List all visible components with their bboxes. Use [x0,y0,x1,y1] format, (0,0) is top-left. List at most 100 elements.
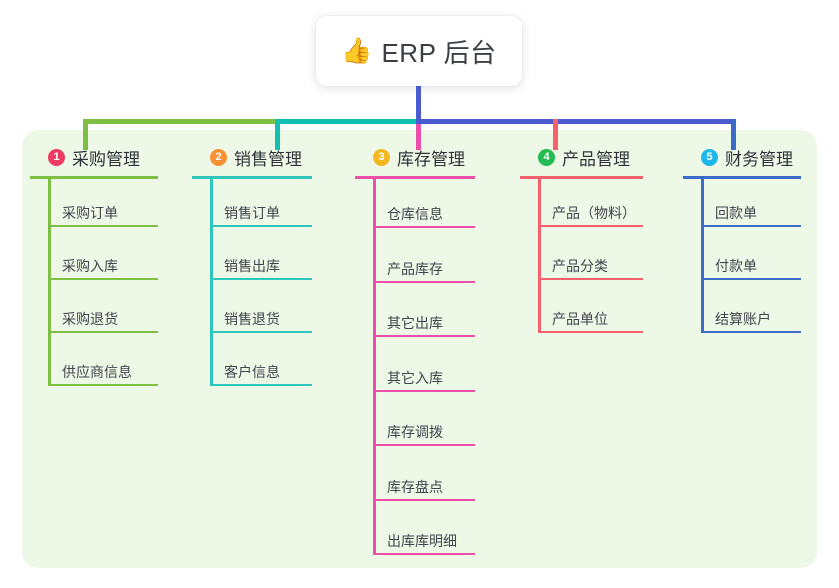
branch-underline [192,176,312,179]
branch-column-2: 2 销售管理销售订单销售出库销售退货客户信息 [192,145,312,386]
bus-segment-3 [416,119,736,124]
branch-underline [683,176,801,179]
branch-item-underline [210,331,312,333]
branch-item-underline [373,444,475,446]
branch-spine [538,179,541,333]
branch-item-underline [48,384,158,386]
branch-item-label: 结算账户 [715,311,771,327]
branch-item-label: 供应商信息 [62,364,132,380]
branch-item-label: 库存调拨 [387,424,443,440]
branch-item[interactable]: 其它入库 [355,337,475,392]
root-node-title: ERP 后台 [381,37,497,68]
root-stem-lower [416,122,421,150]
branch-item[interactable]: 产品分类 [520,227,643,280]
branch-underline [355,176,475,179]
branch-item-underline [538,278,643,280]
branch-item-underline [373,498,475,501]
branch-title: 产品管理 [562,149,630,169]
branch-item-label: 采购入库 [62,258,118,274]
branch-item-underline [538,225,643,227]
branch-item[interactable]: 客户信息 [192,333,312,386]
branch-item-underline [373,389,475,392]
branch-drop-5 [731,119,736,150]
branch-drop-2 [275,119,280,150]
branch-drop-1 [83,119,88,150]
branch-item-underline [48,278,158,280]
branch-header-2[interactable]: 2 销售管理 [192,145,312,169]
branch-item-label: 仓库信息 [387,206,443,222]
branch-number-badge: 4 [538,148,555,166]
branch-item[interactable]: 供应商信息 [30,333,158,386]
branch-item-underline [48,225,158,227]
branch-header-1[interactable]: 1 采购管理 [30,145,158,169]
branch-item-underline [373,553,475,555]
branch-item-label: 采购订单 [62,205,118,221]
branch-item[interactable]: 出库库明细 [355,501,475,555]
branch-item-label: 库存盘点 [387,478,443,495]
branch-item-label: 客户信息 [224,364,280,380]
branch-item[interactable]: 结算账户 [683,280,801,333]
root-node-erp-backend[interactable]: 👍 ERP 后台 [316,16,522,86]
bus-segment-2 [275,119,417,124]
branch-underline [520,176,643,179]
branch-item-underline [701,225,801,227]
branch-item[interactable]: 付款单 [683,227,801,280]
branch-item[interactable]: 产品库存 [355,228,475,283]
branch-item[interactable]: 仓库信息 [355,179,475,228]
branch-underline [30,176,158,179]
branch-number-badge: 2 [210,148,227,166]
branch-item-list: 销售订单销售出库销售退货客户信息 [192,179,312,386]
branch-item-underline [48,331,158,333]
branch-number-badge: 5 [701,148,718,166]
diagram-panel [22,130,817,568]
branch-title: 库存管理 [397,149,465,169]
branch-header-5[interactable]: 5 财务管理 [683,145,801,169]
branch-spine [373,179,376,555]
branch-item-label: 付款单 [715,258,757,274]
branch-item-list: 仓库信息产品库存其它出库其它入库库存调拨库存盘点出库库明细 [355,179,475,555]
branch-item[interactable]: 库存调拨 [355,392,475,446]
branch-item-label: 其它出库 [387,315,443,331]
branch-number-badge: 1 [48,148,65,166]
branch-item-underline [701,278,801,280]
branch-title: 销售管理 [234,149,302,169]
branch-spine [210,179,213,386]
branch-item[interactable]: 产品单位 [520,280,643,333]
branch-item-label: 出库库明细 [387,533,457,549]
branch-number-badge: 3 [373,148,390,166]
branch-item[interactable]: 销售出库 [192,227,312,280]
branch-item-label: 其它入库 [387,369,443,386]
branch-item[interactable]: 采购入库 [30,227,158,280]
branch-item[interactable]: 产品（物料） [520,179,643,227]
branch-item-label: 销售订单 [224,205,280,221]
branch-item[interactable]: 采购订单 [30,179,158,227]
branch-spine [48,179,51,386]
branch-item-list: 采购订单采购入库采购退货供应商信息 [30,179,158,386]
branch-item-underline [210,225,312,227]
branch-column-5: 5 财务管理回款单付款单结算账户 [683,145,801,333]
branch-item-underline [701,331,801,333]
branch-item[interactable]: 回款单 [683,179,801,227]
branch-item[interactable]: 销售订单 [192,179,312,227]
thumbs-up-icon: 👍 [341,36,373,65]
branch-item-list: 产品（物料） 产品分类产品单位 [520,179,643,333]
branch-column-4: 4 产品管理产品（物料） 产品分类产品单位 [520,145,643,333]
branch-header-3[interactable]: 3 库存管理 [355,145,475,169]
branch-item[interactable]: 销售退货 [192,280,312,333]
branch-item-label: 销售退货 [224,311,280,327]
branch-header-4[interactable]: 4 产品管理 [520,145,643,169]
branch-title: 采购管理 [72,149,140,169]
branch-item-underline [210,384,312,386]
branch-item[interactable]: 其它出库 [355,283,475,337]
branch-item[interactable]: 库存盘点 [355,446,475,501]
branch-item-label: 产品库存 [387,260,443,277]
branch-item-underline [210,278,312,280]
branch-item[interactable]: 采购退货 [30,280,158,333]
branch-column-3: 3 库存管理仓库信息产品库存其它出库其它入库库存调拨库存盘点出库库明细 [355,145,475,555]
branch-title: 财务管理 [725,149,793,169]
bus-segment-1 [83,119,275,124]
root-stem-upper [416,86,421,122]
branch-item-label: 产品（物料） [552,205,636,221]
branch-drop-4 [553,119,558,150]
